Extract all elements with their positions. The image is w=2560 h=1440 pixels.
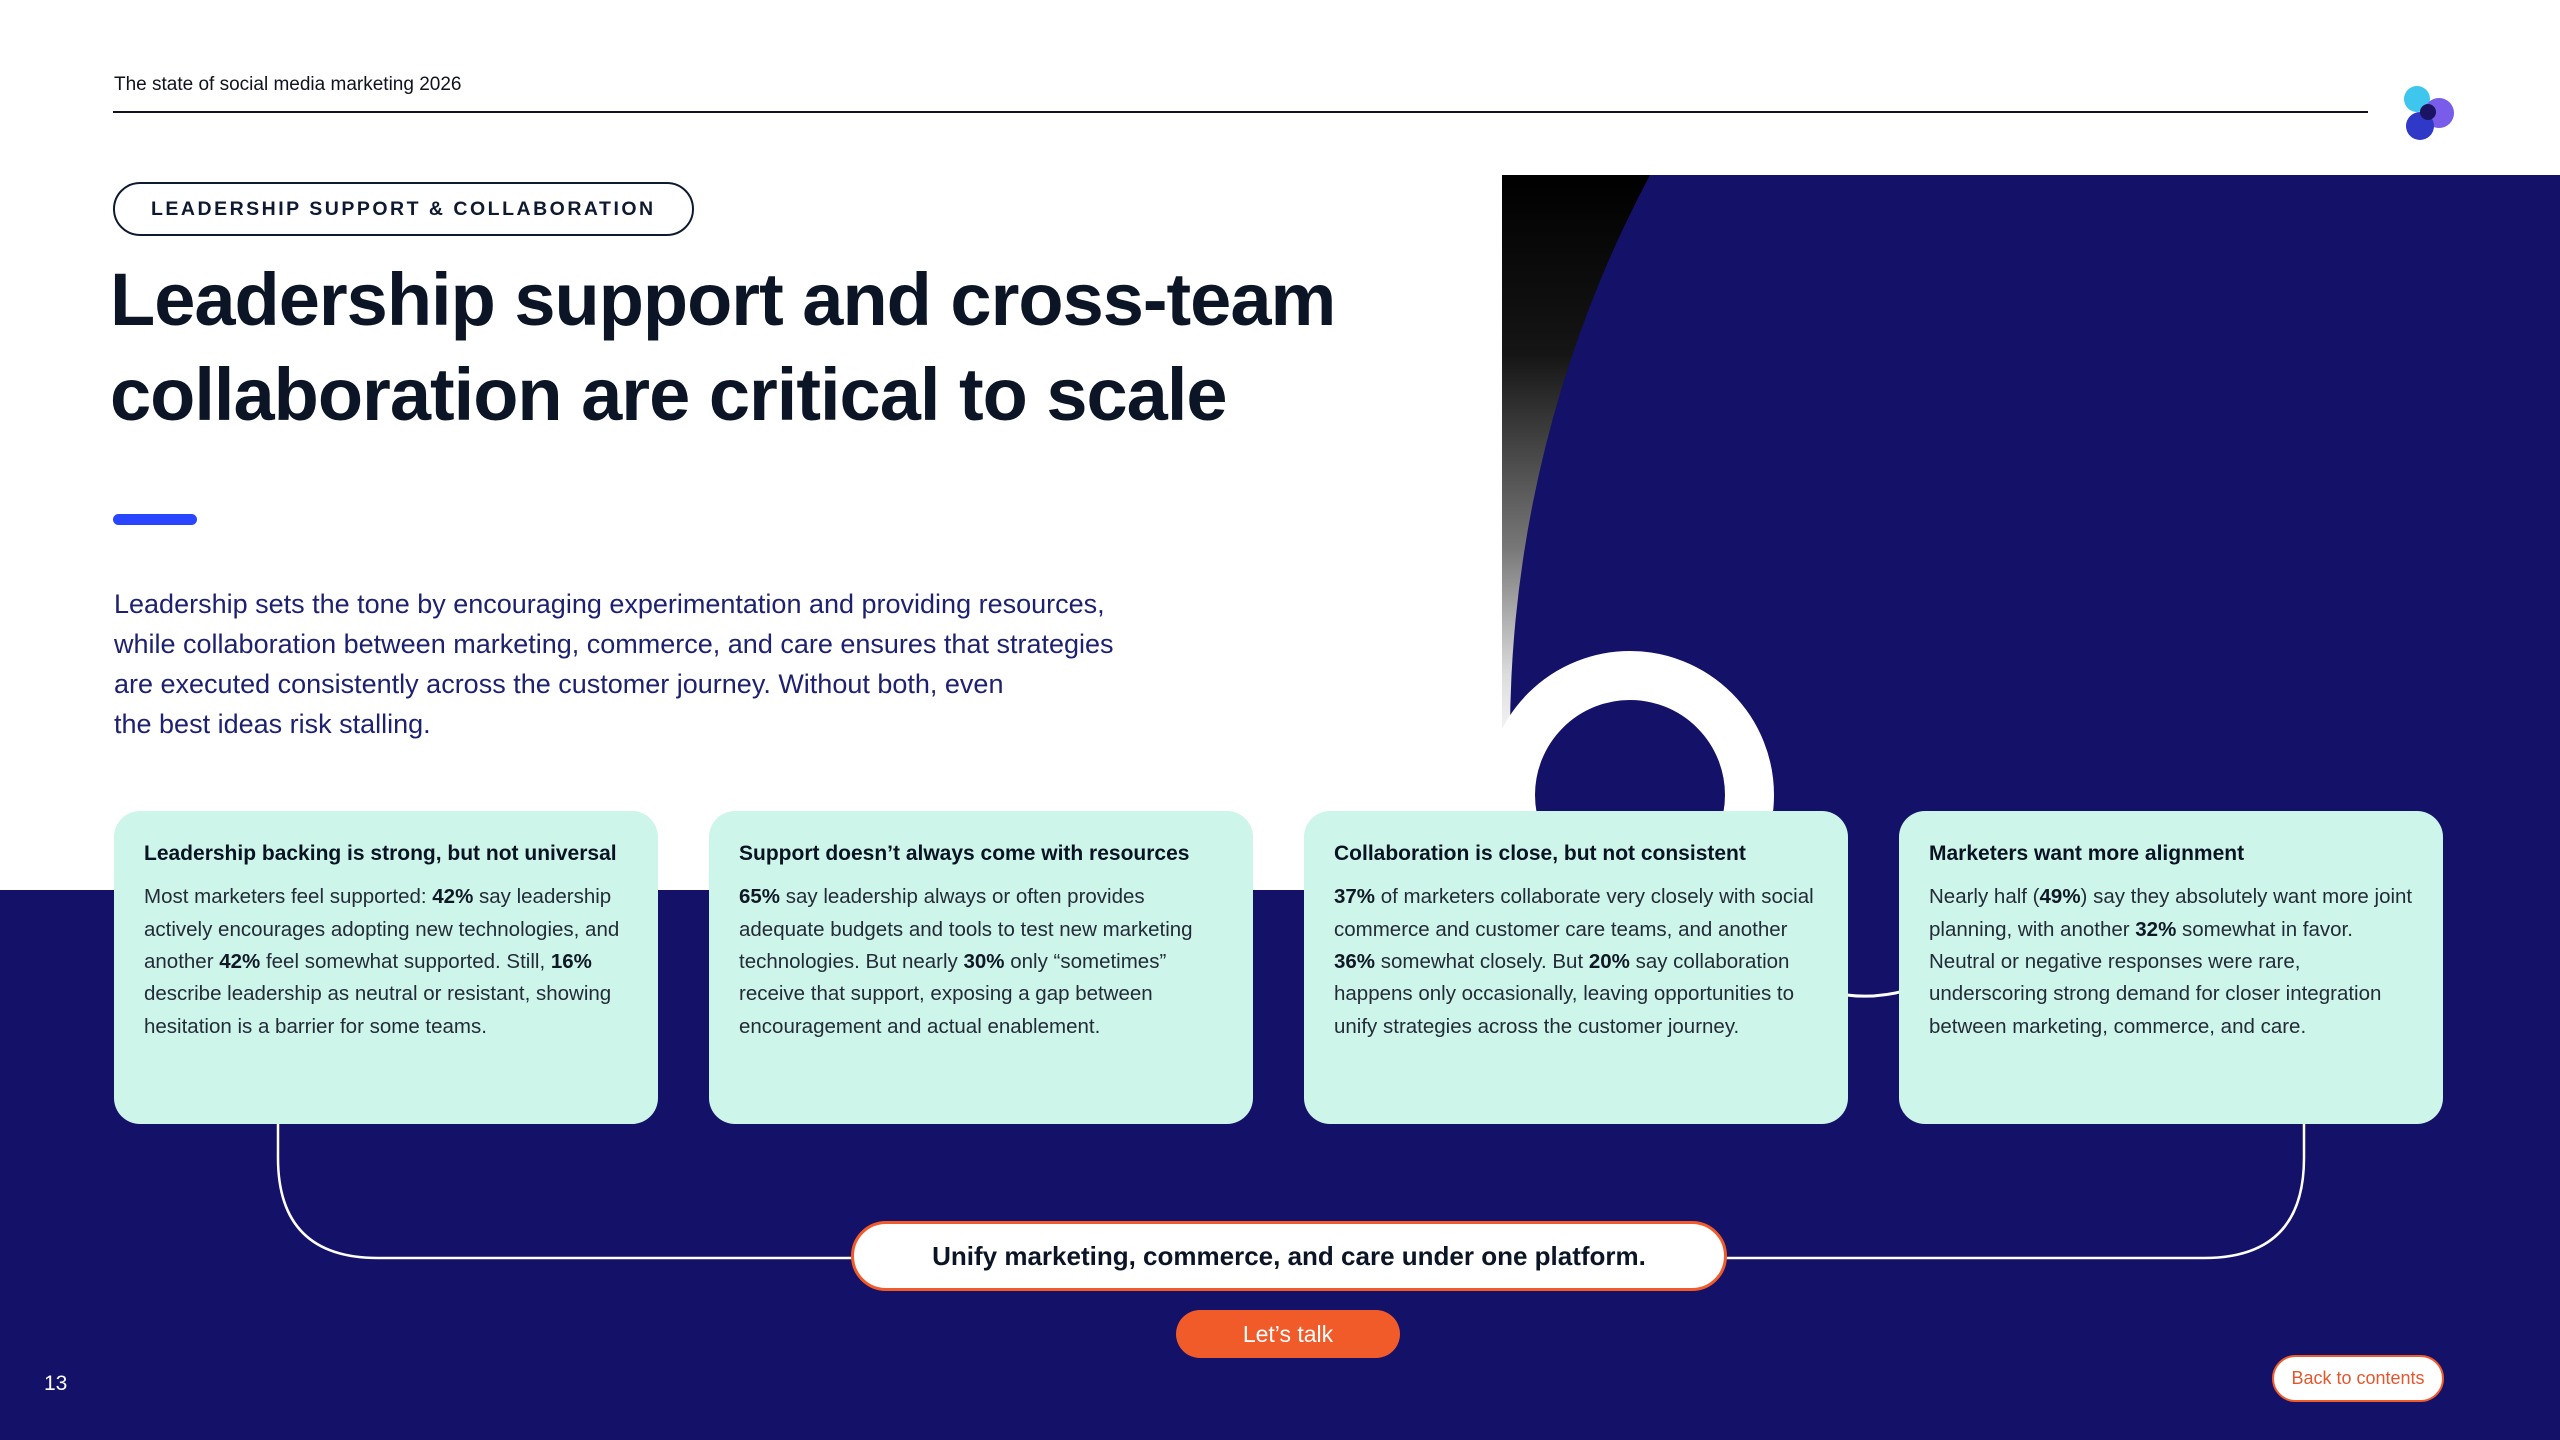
platform-banner: Unify marketing, commerce, and care unde… xyxy=(851,1221,1727,1291)
page-number: 13 xyxy=(44,1372,68,1395)
insight-card: Leadership backing is strong, but not un… xyxy=(114,811,658,1124)
card-body: 37% of marketers collaborate very closel… xyxy=(1334,885,1814,1038)
card-title: Collaboration is close, but not consiste… xyxy=(1334,842,1746,865)
cards-row: Leadership backing is strong, but not un… xyxy=(114,811,2446,1124)
intro-paragraph: Leadership sets the tone by encouraging … xyxy=(114,589,1114,739)
card-title: Leadership backing is strong, but not un… xyxy=(144,842,617,865)
brand-logo-icon xyxy=(2398,84,2456,142)
lets-talk-button[interactable]: Let’s talk xyxy=(1176,1310,1400,1358)
insight-card: Collaboration is close, but not consiste… xyxy=(1304,811,1848,1124)
section-badge-label: LEADERSHIP SUPPORT & COLLABORATION xyxy=(151,197,656,220)
insight-card: Support doesn’t always come with resourc… xyxy=(709,811,1253,1124)
card-title: Marketers want more alignment xyxy=(1929,842,2245,865)
card-body: Nearly half (49%) say they absolutely wa… xyxy=(1929,885,2413,1038)
card-body: Most marketers feel supported: 42% say l… xyxy=(144,885,620,1038)
back-to-contents-button[interactable]: Back to contents xyxy=(2272,1355,2444,1402)
report-title: The state of social media marketing 2026 xyxy=(114,74,462,95)
logo-shape-navy xyxy=(2420,104,2436,120)
card-body: 65% say leadership always or often provi… xyxy=(739,885,1193,1038)
header-divider xyxy=(113,111,2368,113)
platform-banner-label: Unify marketing, commerce, and care unde… xyxy=(932,1240,1646,1271)
card-title: Support doesn’t always come with resourc… xyxy=(739,842,1190,865)
page-title: Leadership support and cross-team collab… xyxy=(110,258,1336,436)
insight-card: Marketers want more alignment Nearly hal… xyxy=(1899,811,2443,1124)
section-badge: LEADERSHIP SUPPORT & COLLABORATION xyxy=(113,182,694,236)
accent-dash xyxy=(113,514,197,525)
